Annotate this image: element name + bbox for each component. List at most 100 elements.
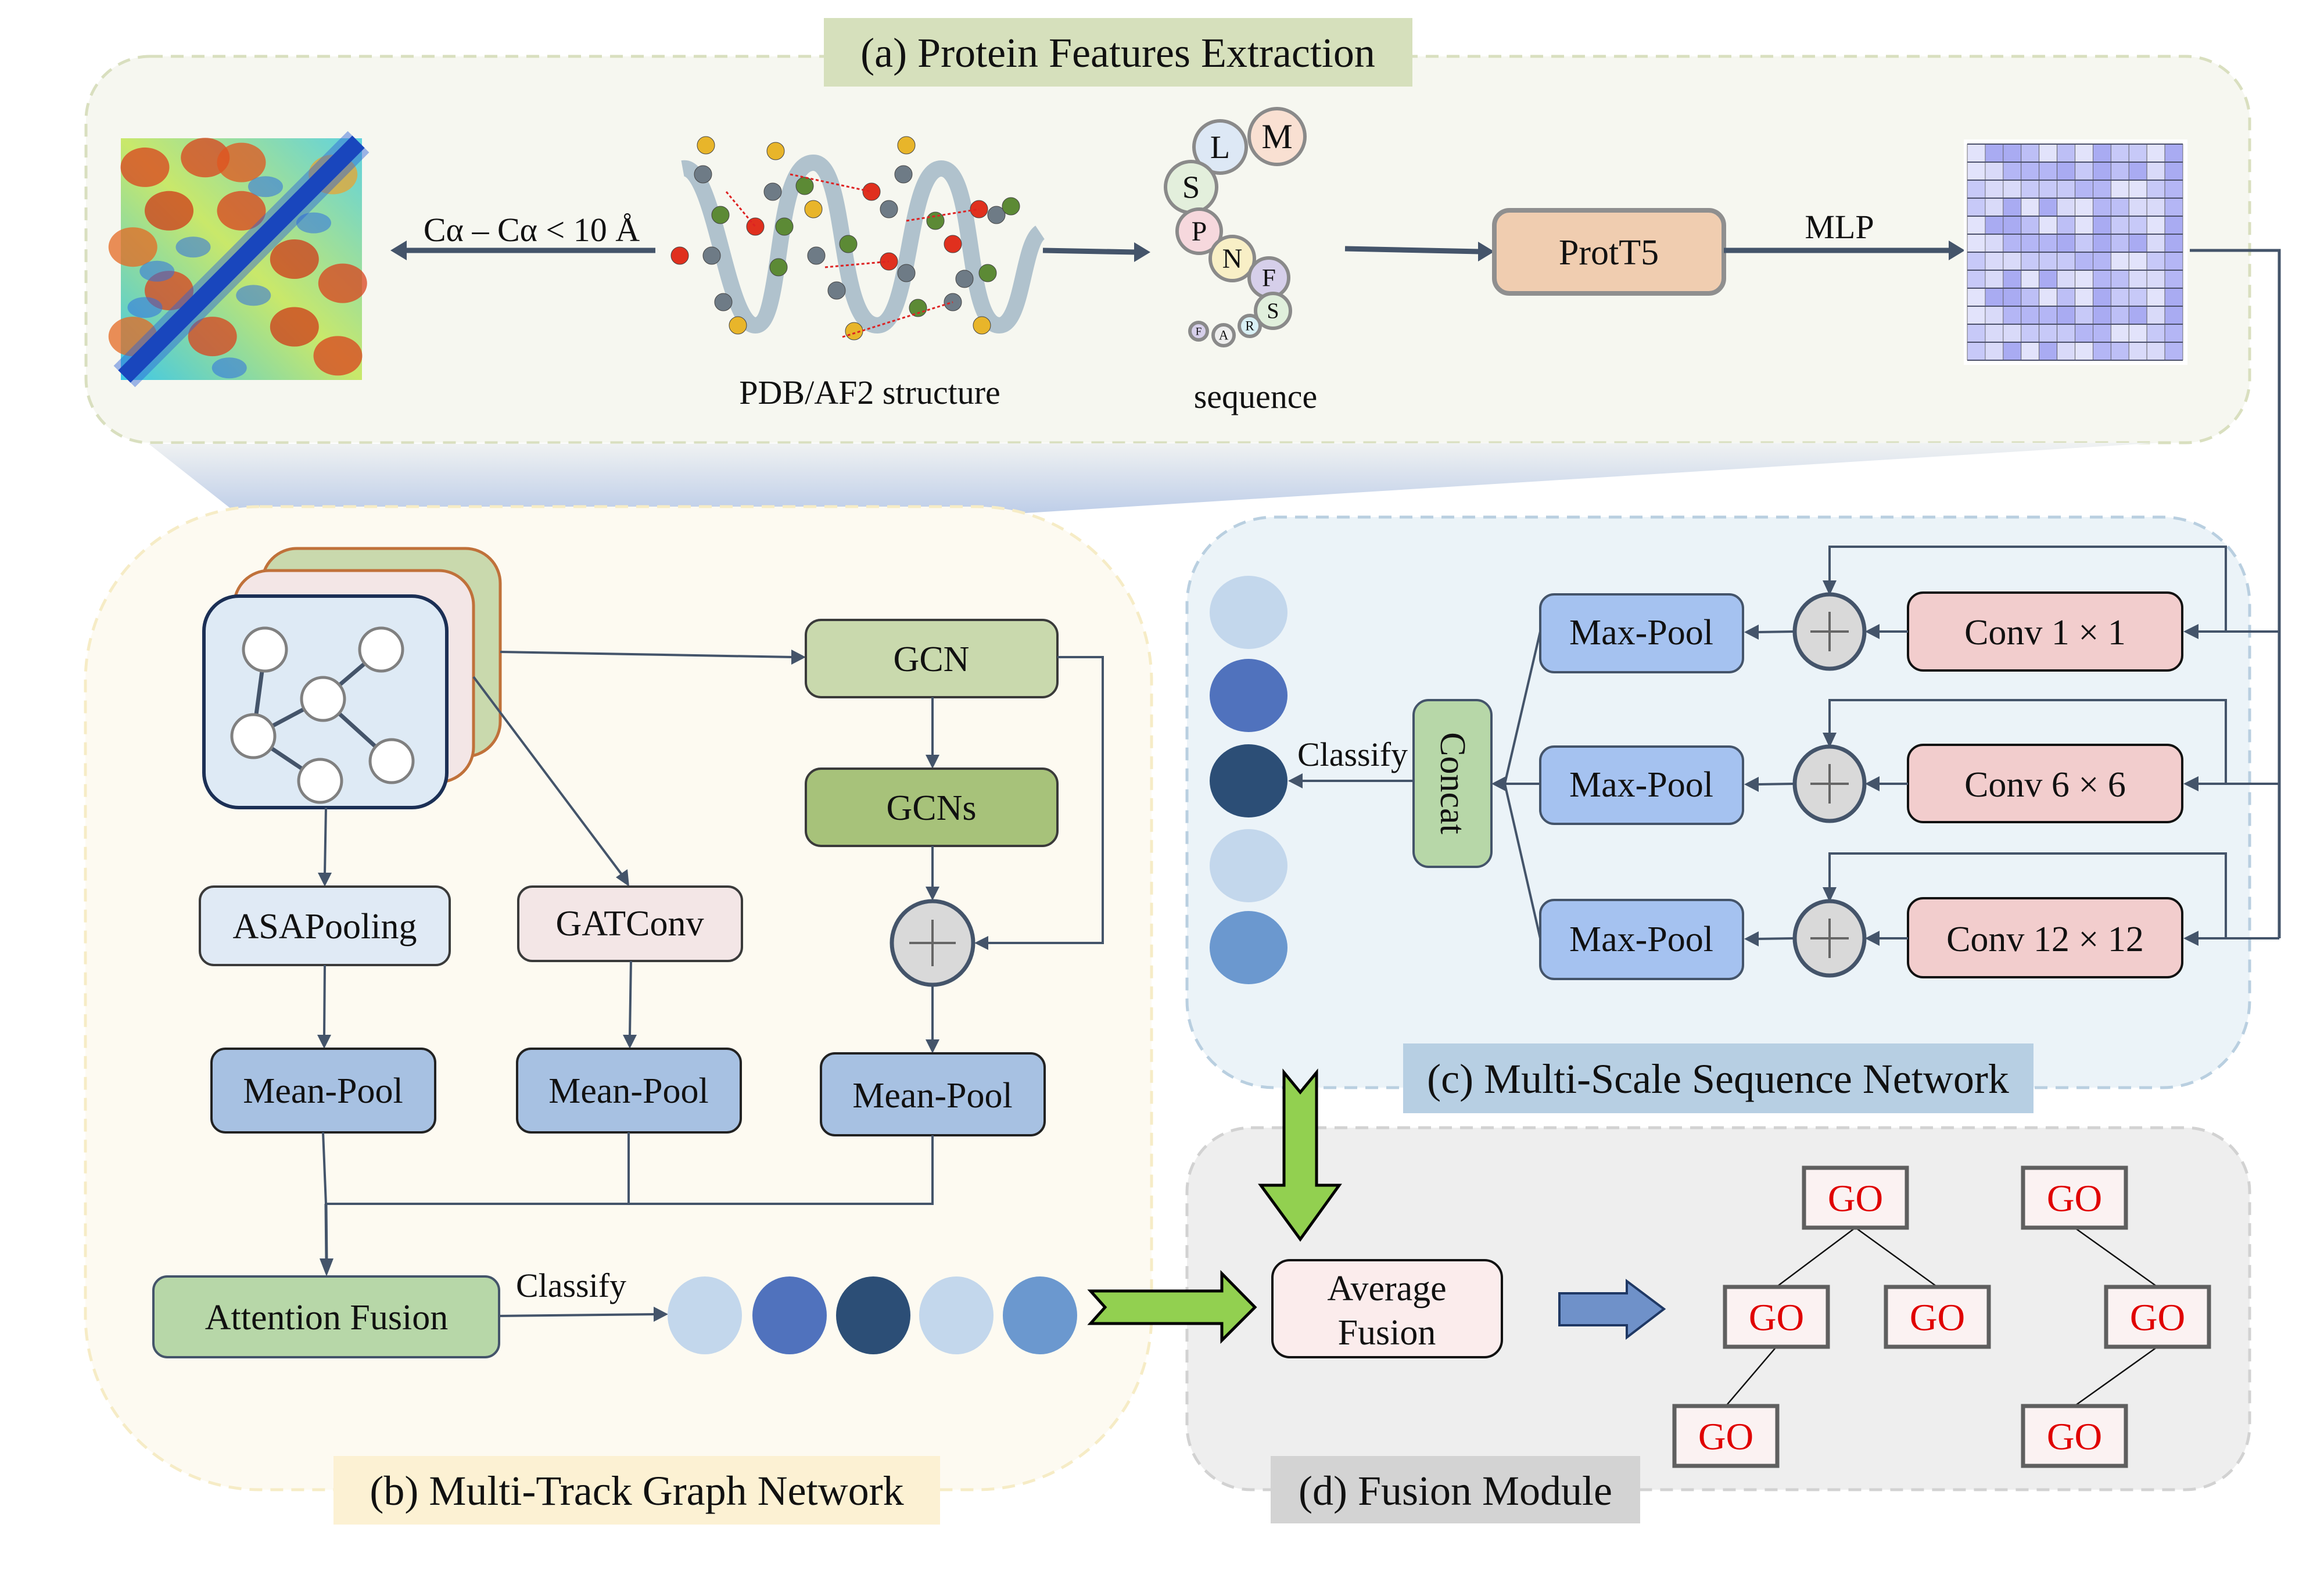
go-term-label: GO — [1698, 1416, 1753, 1458]
conv-box: Conv 12 × 12 — [1907, 897, 2183, 978]
atom — [804, 200, 823, 218]
embedding-cell — [2075, 144, 2093, 163]
atom — [827, 281, 846, 300]
atom — [697, 136, 715, 155]
embedding-cell — [2075, 234, 2093, 253]
go-edge — [1776, 1227, 1856, 1287]
embedding-cell — [2110, 144, 2129, 163]
embedding-cell — [2003, 270, 2022, 289]
merge-to-attention-arrowhead — [320, 1258, 333, 1276]
attention-fusion-box: Attention Fusion — [152, 1275, 500, 1358]
atom — [766, 142, 785, 160]
embedding-cell — [2021, 216, 2040, 235]
embedding-cell — [2093, 270, 2111, 289]
graph-output-node — [836, 1276, 910, 1354]
embedding-cell — [2075, 198, 2093, 217]
gatconv-to-meanpool-arrowhead — [623, 1035, 637, 1049]
embedding-cell — [2110, 342, 2129, 361]
structure-to-sequence-arrow — [1042, 248, 1136, 255]
embedding-cell — [2128, 270, 2147, 289]
atom — [839, 235, 858, 253]
embedding-cell — [2057, 216, 2075, 235]
atom — [978, 264, 997, 282]
section-b-label: (b) Multi-Track Graph Network — [333, 1456, 940, 1525]
graph-node — [230, 713, 277, 759]
embedding-cell — [2128, 252, 2147, 271]
embedding-cell — [2110, 162, 2129, 181]
go-term-label: GO — [1828, 1178, 1883, 1220]
go-term-label: GO — [2047, 1178, 2102, 1220]
contact-map-icon — [108, 131, 370, 388]
sequence-to-fusion-arrow — [1258, 1068, 1342, 1242]
embedding-cell — [2164, 252, 2183, 271]
residue-letter: P — [1192, 216, 1207, 247]
embedding-cell — [2164, 234, 2183, 253]
conv-box: Conv 1 × 1 — [1907, 591, 2183, 672]
go-edge — [2074, 1346, 2158, 1407]
embedding-cell — [1985, 162, 2004, 181]
conv-input-arrowhead — [2183, 931, 2199, 946]
graph-output-node — [919, 1276, 994, 1354]
embedding-cell — [2057, 162, 2075, 181]
embedding-cell — [1967, 288, 1986, 307]
embedding-cell — [2146, 270, 2165, 289]
heatmap-blob — [108, 227, 157, 267]
sequence-output-node — [1210, 744, 1287, 817]
sequence-output-node — [1210, 576, 1287, 649]
embedding-cell — [2057, 342, 2075, 361]
gcn-box: GCN — [805, 619, 1059, 698]
add-icon — [1792, 592, 1867, 671]
embedding-cell — [1985, 144, 2004, 163]
conv-label: Conv 1 × 1 — [1964, 613, 2126, 652]
atom — [670, 246, 689, 265]
embedding-cell — [2003, 234, 2022, 253]
go-term-box: GO — [1884, 1285, 1991, 1349]
sequence-output-node — [1210, 911, 1287, 984]
embedding-cell — [2164, 216, 2183, 235]
meanpool-box-1: Mean-Pool — [210, 1048, 436, 1134]
embedding-cell — [2021, 324, 2040, 343]
go-term-box: GO — [2021, 1404, 2128, 1468]
gatconv-box: GATConv — [517, 885, 743, 962]
go-term-box: GO — [1723, 1285, 1830, 1349]
embedding-cell — [1967, 162, 1986, 181]
atom — [880, 200, 898, 218]
heatmap-diagonal-glow — [113, 131, 370, 388]
maxpool-box: Max-Pool — [1539, 899, 1744, 980]
heatmap-blob — [236, 285, 271, 306]
section-c-title: (c) Multi-Scale Sequence Network — [1427, 1056, 2009, 1102]
residue-a: A — [1211, 323, 1236, 347]
embedding-cell — [1967, 324, 1986, 343]
graph-nodes — [230, 626, 415, 804]
gcns-to-add-arrowhead — [926, 887, 939, 901]
concat-input-arrowhead — [1491, 776, 1506, 791]
embedding-cell — [2128, 288, 2147, 307]
embedding-cell — [2075, 324, 2093, 343]
embedding-cell — [2057, 252, 2075, 271]
atom — [944, 235, 962, 253]
go-edge — [1855, 1226, 1938, 1288]
embedding-cell — [2093, 342, 2111, 361]
embedding-cell — [2039, 198, 2057, 217]
residue-letter: S — [1267, 299, 1279, 324]
heatmap-blob — [217, 191, 266, 231]
gcns-label: GCNs — [886, 788, 976, 828]
residue-f: F — [1188, 321, 1209, 342]
add-to-maxpool-arrowhead — [1744, 777, 1759, 792]
graph-node — [358, 626, 404, 673]
residual-arrowhead — [1823, 580, 1837, 596]
embedding-cell — [1967, 306, 1986, 325]
atom — [702, 246, 721, 265]
embedding-cell — [2075, 306, 2093, 325]
atom — [987, 206, 1006, 224]
gatconv-to-meanpool-arrow — [629, 960, 632, 1036]
average-fusion-label-line1: Average — [1327, 1269, 1446, 1308]
conv-branch-3: Conv 12 × 12 Max-Pool — [1504, 783, 2279, 980]
add-icon — [1792, 744, 1867, 823]
go-term-box: GO — [2104, 1285, 2211, 1349]
meanpool-box-2: Mean-Pool — [516, 1048, 742, 1134]
go-term-label: GO — [2047, 1416, 2102, 1458]
mlp-arrowhead — [1949, 241, 1965, 260]
